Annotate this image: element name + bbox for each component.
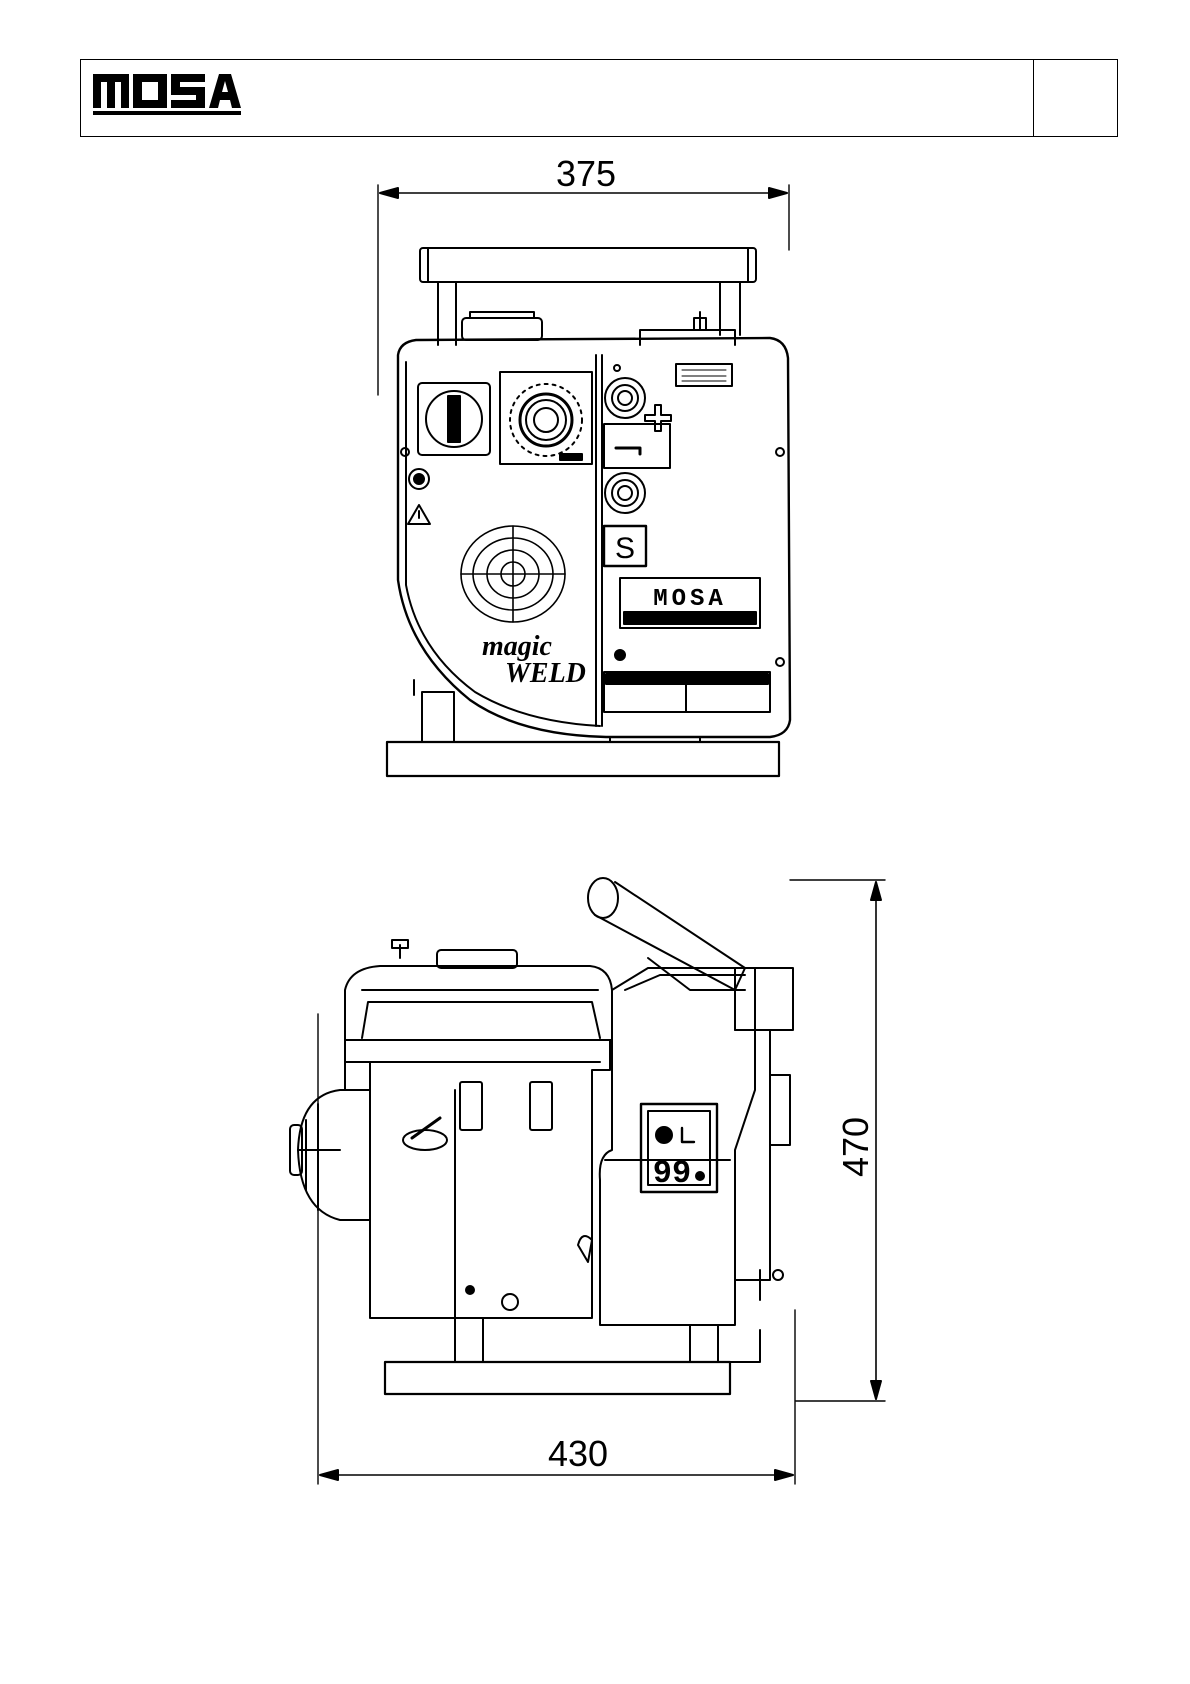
side-view: 470 430	[290, 878, 885, 1484]
welding-terminal-negative	[605, 473, 645, 513]
front-width-label: 375	[556, 153, 616, 194]
current-regulator-panel	[500, 372, 592, 464]
rating-plate	[676, 364, 732, 386]
vent-grille	[461, 526, 565, 622]
plus-symbol	[645, 405, 671, 431]
carry-handle	[420, 248, 756, 282]
side-handle	[588, 878, 745, 990]
arrowhead-left	[380, 188, 398, 198]
display-value: 99	[653, 1155, 691, 1192]
fuel-tank	[345, 940, 612, 1040]
fuel-valve	[403, 1118, 447, 1150]
side-length-label: 430	[548, 1433, 608, 1474]
arrowhead-right	[769, 188, 787, 198]
side-base-frame	[385, 1362, 730, 1394]
welding-terminal-positive	[605, 378, 645, 418]
front-base-frame	[387, 742, 779, 776]
safety-symbol: S	[615, 532, 635, 565]
model-name-line2: WELD	[505, 658, 586, 689]
alternator-housing	[600, 968, 793, 1325]
front-view: 375	[378, 153, 790, 776]
panel-brand-text: MOSA	[653, 586, 727, 613]
fuel-cap	[462, 318, 542, 340]
side-height-label: 470	[835, 1117, 876, 1177]
display-panel: 99	[641, 1104, 717, 1192]
recoil-starter	[290, 1090, 370, 1220]
